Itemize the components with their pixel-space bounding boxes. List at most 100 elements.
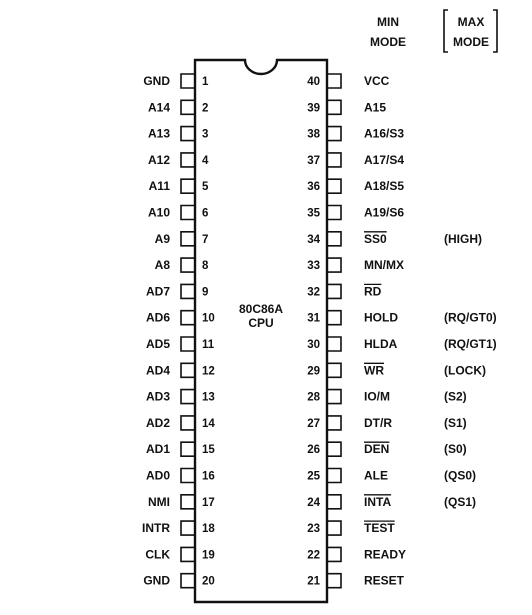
pin-17-number: 17 [202, 497, 215, 509]
pin-36-number: 36 [307, 181, 320, 193]
pin-12-number: 12 [202, 365, 215, 377]
max-mode-bracket-left [443, 9, 448, 53]
pin-29-max-mode: (LOCK) [444, 363, 486, 377]
pin-25-max-mode: (QS0) [444, 469, 476, 483]
pin-38-number: 38 [307, 129, 320, 141]
pin-18-number: 18 [202, 523, 215, 535]
pin-22-name: READY [364, 547, 406, 561]
chip-body [193, 58, 329, 604]
pin-30-name: HLDA [364, 337, 398, 351]
pin-19-name: CLK [145, 547, 170, 561]
pin-32-number: 32 [307, 286, 320, 298]
pin-39-lead [327, 99, 342, 116]
pin-27-number: 27 [307, 418, 320, 430]
pin-37-name: A17/S4 [364, 153, 404, 167]
pin-26-lead [327, 441, 342, 457]
pin-4-name: A12 [148, 153, 170, 167]
pin-24-lead [327, 494, 342, 510]
pin-39-number: 39 [307, 102, 320, 114]
pin-40-name: VCC [364, 74, 390, 88]
pin-1-lead [180, 73, 195, 89]
max-mode-line1: MAX [458, 15, 485, 29]
pin-23-name: TEST [364, 521, 395, 535]
pin-1-number: 1 [202, 76, 209, 88]
pin-19-number: 19 [202, 549, 215, 561]
pin-30-number: 30 [307, 339, 320, 351]
pin-15-lead [180, 441, 195, 457]
pin-20-number: 20 [202, 576, 215, 588]
pin-11-number: 11 [202, 339, 215, 351]
pin-10-number: 10 [202, 313, 215, 325]
pin-24-number: 24 [307, 497, 320, 509]
pin-2-number: 2 [202, 102, 208, 114]
pin-13-number: 13 [202, 392, 215, 404]
pin-10-name: AD6 [146, 311, 170, 325]
pin-4-lead [180, 152, 195, 168]
pin-26-name: DEN [364, 442, 389, 456]
pin-21-number: 21 [307, 576, 320, 588]
pin-25-lead [327, 467, 342, 484]
pin-6-number: 6 [202, 208, 208, 220]
pin-14-name: AD2 [146, 416, 170, 430]
pin-5-name: A11 [149, 179, 171, 193]
pin-3-name: A13 [148, 127, 170, 141]
pin-7-lead [180, 231, 195, 247]
pin-34-lead [327, 231, 342, 247]
pin-31-lead [327, 309, 342, 326]
pin-24-name: INTA [364, 495, 391, 509]
pin-29-lead [327, 362, 342, 379]
pin-23-number: 23 [307, 523, 320, 535]
pin-27-name: DT/R [364, 416, 392, 430]
pin-7-name: A9 [155, 232, 171, 246]
pin-15-number: 15 [202, 444, 215, 456]
pin-23-lead [327, 520, 342, 536]
pin-3-number: 3 [202, 129, 208, 141]
pin-19-lead [180, 546, 195, 563]
pin-33-lead [327, 257, 342, 273]
max-mode-bracket-right [493, 9, 498, 53]
pin-17-lead [180, 494, 195, 510]
pin-10-lead [180, 309, 195, 326]
pin-15-name: AD1 [146, 442, 170, 456]
pin-26-number: 26 [307, 444, 320, 456]
pin-32-lead [327, 283, 342, 300]
pin-11-lead [180, 336, 195, 352]
pin-29-name: WR [364, 363, 384, 377]
pin-13-name: AD3 [146, 390, 170, 404]
pin-38-name: A16/S3 [364, 127, 404, 141]
pin-31-number: 31 [307, 313, 320, 325]
pin-36-lead [327, 178, 342, 194]
pin-28-lead [327, 388, 342, 405]
chip-label-line2: CPU [248, 316, 273, 330]
pin-30-lead [327, 336, 342, 352]
pin-20-name: GND [143, 574, 170, 588]
pin-11-name: AD5 [146, 337, 170, 351]
pin-16-number: 16 [202, 471, 215, 483]
pin-27-max-mode: (S1) [444, 416, 467, 430]
min-mode-line1: MIN [377, 15, 399, 29]
pin-2-lead [180, 99, 195, 116]
pin-35-lead [327, 204, 342, 221]
pin-6-name: A10 [148, 206, 170, 220]
pin-35-number: 35 [307, 208, 320, 220]
pin-25-name: ALE [364, 469, 388, 483]
pin-9-number: 9 [202, 286, 208, 298]
pin-8-lead [180, 257, 195, 273]
pin-29-number: 29 [307, 365, 320, 377]
pin-8-number: 8 [202, 260, 209, 272]
pin-33-name: MN/MX [364, 258, 404, 272]
pin-5-lead [180, 178, 195, 194]
max-mode-line2: MODE [453, 35, 489, 49]
pin-21-lead [327, 572, 342, 589]
pin-22-lead [327, 546, 342, 563]
pin-38-lead [327, 125, 342, 142]
pin-33-number: 33 [307, 260, 320, 272]
pin-1-name: GND [143, 74, 170, 88]
pin-21-name: RESET [364, 574, 405, 588]
pin-18-name: INTR [142, 521, 170, 535]
pin-14-number: 14 [202, 418, 215, 430]
pin-37-number: 37 [307, 155, 320, 167]
pin-16-name: AD0 [146, 469, 170, 483]
